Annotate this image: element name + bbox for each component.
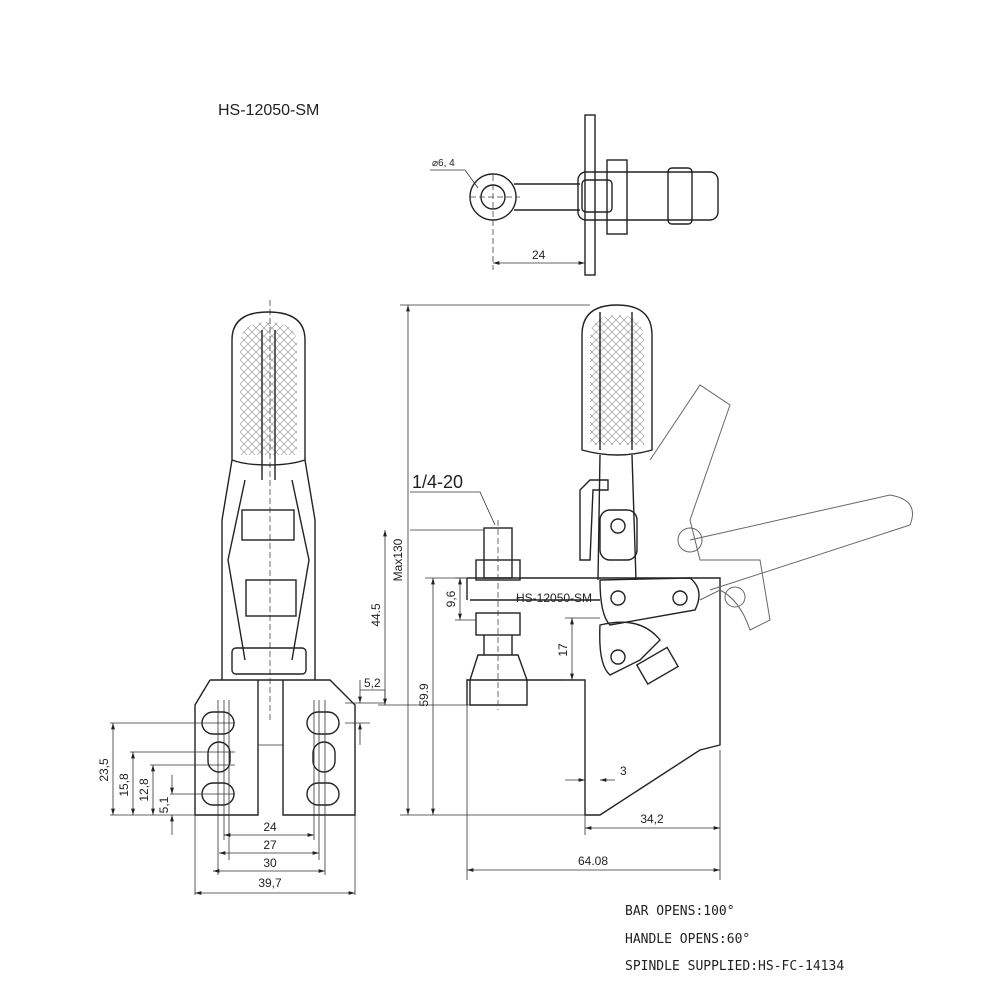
notes: BAR OPENS:100° HANDLE OPENS:60° SPINDLE … [625,904,844,974]
width-dim-27: 27 [263,838,277,852]
overall-length-dim: 64.08 [578,854,608,868]
note-handle-opens: HANDLE OPENS:60° [625,932,750,947]
height-dim-12-8: 12,8 [137,778,151,802]
part-label: HS-12050-SM [516,591,592,605]
front-view: 23,5 15,8 12,8 5,1 24 27 30 39,7 5,2 [97,300,386,895]
note-spindle: SPINDLE SUPPLIED:HS-FC-14134 [625,959,844,974]
width-dim-30: 30 [263,856,277,870]
offset-dim: 5,2 [364,676,381,690]
top-width-dim: 24 [532,248,546,262]
hole-diameter-dim: ⌀6, 4 [432,158,455,169]
height-dim-5-1: 5,1 [157,796,171,813]
pivot-height-dim: 17 [556,643,570,657]
height-dim-15-8: 15,8 [117,773,131,797]
note-bar-opens: BAR OPENS:100° [625,904,735,919]
thickness-dim: 3 [620,764,627,778]
width-dim-39-7: 39,7 [258,876,282,890]
thread-label: 1/4-20 [412,472,463,492]
mounting-holes [201,711,340,806]
base-depth-dim: 34,2 [640,812,664,826]
max-height-dim: Max130 [391,538,405,581]
top-view: 24 ⌀6, 4 [430,114,719,276]
base-height-dim: 59.9 [417,683,431,707]
width-dim-24: 24 [263,820,277,834]
drawing-title: HS-12050-SM [218,102,319,119]
height-dim-23-5: 23,5 [97,758,111,782]
side-view: 1/4-20 HS-12050-SM Max130 44.5 59.9 9,6 … [369,304,913,880]
nut-dim: 9,6 [444,590,458,607]
spindle-height-dim: 44.5 [369,603,383,627]
